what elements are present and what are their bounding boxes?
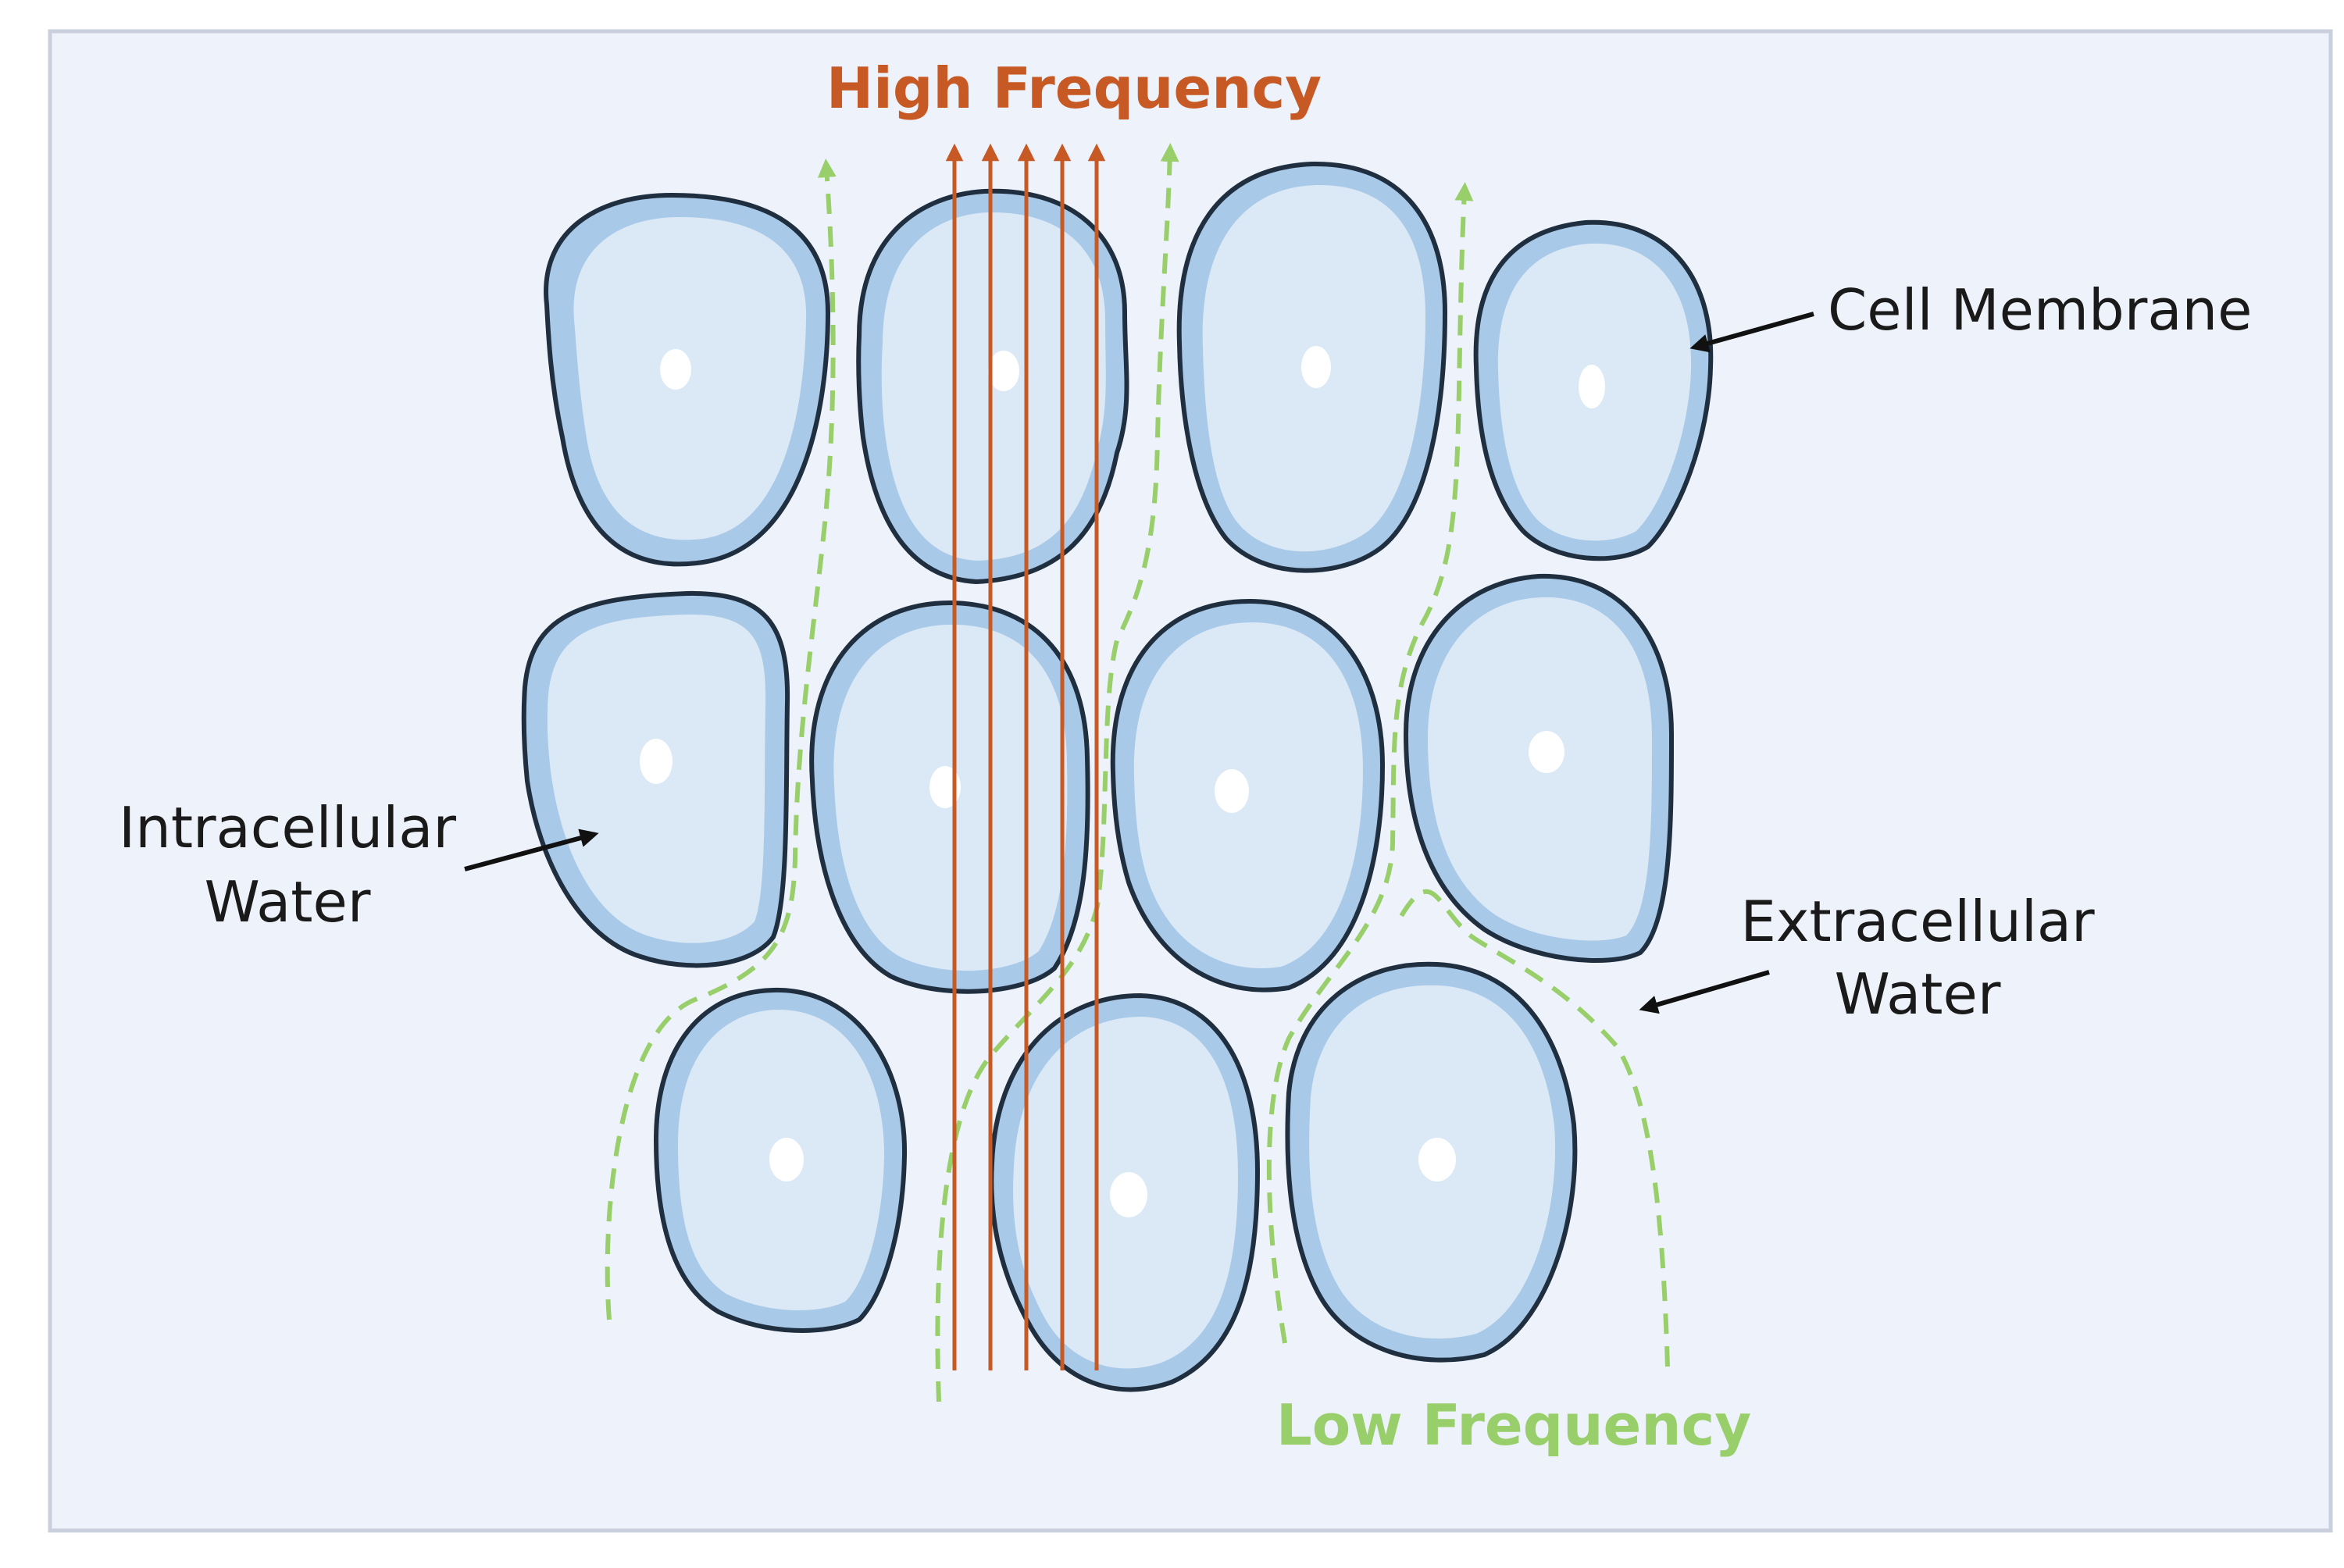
cell [1285,961,1578,1363]
cell [1110,598,1386,992]
cell-nucleus [1110,1172,1147,1217]
cell-membrane-label: Cell Membrane [1828,277,2252,343]
cell [989,992,1261,1392]
cell-membrane-pointer [1689,312,1814,353]
intracellular-label-line1: Intracellular [119,795,456,861]
low-frequency-path [1396,889,1670,1367]
low-frequency-path [1266,182,1474,1344]
cell [544,192,831,567]
cell-group [521,161,1714,1392]
cell-nucleus [660,349,691,390]
high-frequency-label: High Frequency [826,55,1322,121]
low-frequency-path [605,159,837,1320]
cell-nucleus [1215,769,1249,813]
cell [1176,161,1448,573]
intracellular-label-line2: Water [205,869,371,935]
labels: High Frequency Low Frequency Cell Membra… [119,55,2252,1458]
cell-nucleus [1579,365,1605,408]
cell-nucleus [769,1138,804,1181]
cell [809,600,1090,994]
cell-nucleus [1418,1138,1456,1181]
cell [1473,219,1714,561]
pointer-arrows [464,312,1814,1014]
extracellular-label-line2: Water [1835,961,2001,1027]
low-frequency-label: Low Frequency [1276,1392,1751,1458]
cell [1403,573,1675,963]
cell-nucleus [1529,731,1564,773]
low-frequency-path [935,143,1179,1402]
cell-nucleus [988,351,1019,391]
cell [653,987,908,1333]
high-frequency-arrows [945,143,1106,1370]
cell [856,188,1129,585]
cell-nucleus [640,739,673,784]
low-frequency-paths [605,143,1670,1402]
cell-nucleus [1301,346,1331,388]
extracellular-label-line1: Extracellular [1740,889,2095,954]
intracellular-pointer [464,829,599,871]
extracellular-pointer [1639,970,1770,1014]
cell [521,590,790,968]
